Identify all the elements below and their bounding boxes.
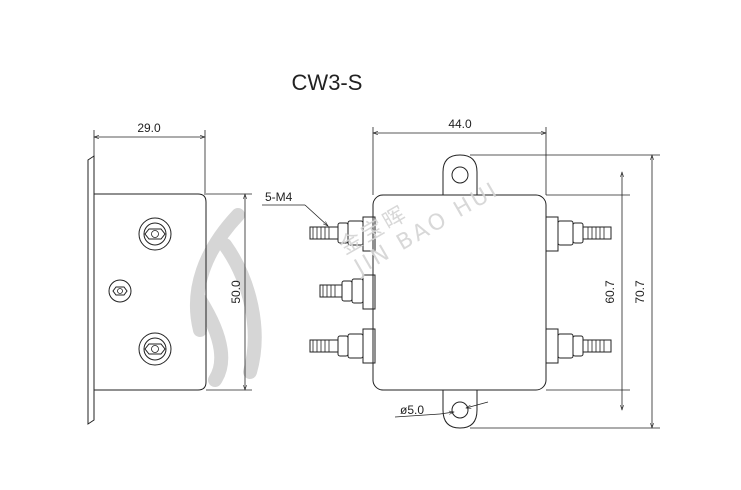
drawing-title: CW3-S bbox=[292, 70, 363, 95]
left-stud-middle bbox=[319, 278, 364, 304]
watermark-logo bbox=[190, 208, 262, 387]
side-width-label: 29.0 bbox=[137, 121, 161, 135]
side-view: 29.0 50.0 bbox=[87, 121, 252, 425]
thread-label: 5-M4 bbox=[265, 190, 293, 204]
total-height-label: 70.7 bbox=[633, 280, 647, 304]
top-mounting-hole bbox=[451, 166, 469, 184]
left-stud-top bbox=[309, 220, 364, 246]
side-terminal-bottom bbox=[138, 332, 172, 366]
bottom-mounting-hole bbox=[451, 401, 469, 419]
front-view: 44.0 bbox=[262, 117, 660, 428]
front-width-label: 44.0 bbox=[448, 117, 472, 131]
side-terminal-top bbox=[138, 217, 172, 251]
body-height-label: 60.7 bbox=[603, 280, 617, 304]
filter-body bbox=[372, 194, 547, 391]
watermark: 金宝晖 JIN BAO HUI bbox=[336, 177, 504, 281]
right-stud-bottom bbox=[557, 333, 612, 359]
side-terminal-middle bbox=[108, 279, 132, 303]
left-stud-bottom bbox=[309, 333, 364, 359]
hole-diameter-label: ø5.0 bbox=[400, 403, 424, 417]
side-height-label: 50.0 bbox=[229, 280, 243, 304]
right-stud-top bbox=[557, 220, 612, 246]
